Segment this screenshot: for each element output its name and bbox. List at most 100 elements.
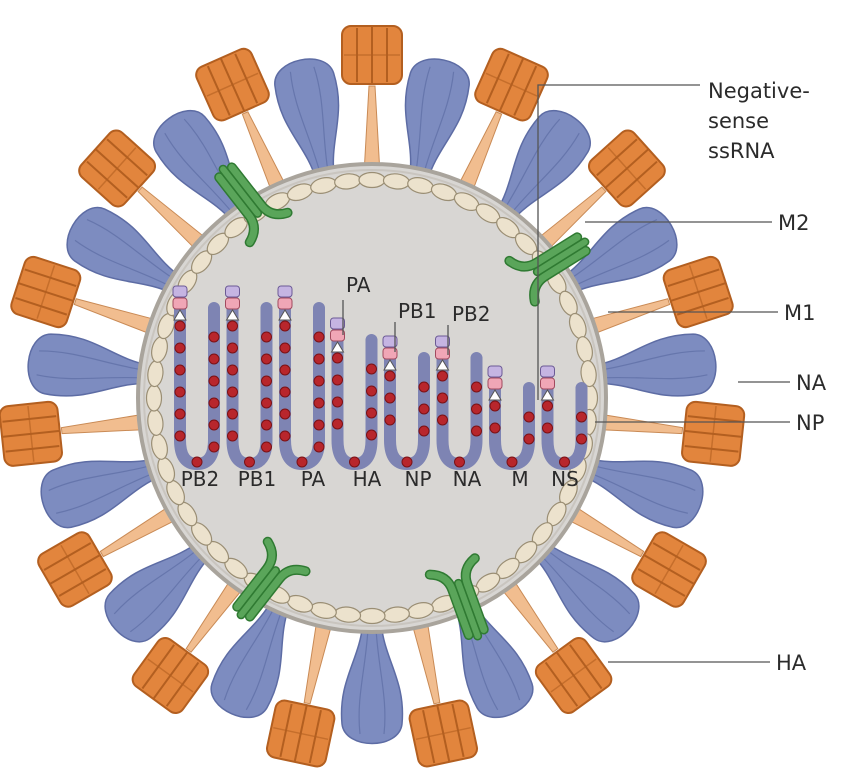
m1-protein — [359, 609, 385, 624]
np-protein — [524, 412, 534, 422]
np-protein — [314, 354, 324, 364]
np-protein — [367, 408, 377, 418]
label-m2: M2 — [778, 211, 809, 235]
np-protein — [472, 382, 482, 392]
label-na: NA — [796, 371, 827, 395]
np-protein — [262, 332, 272, 342]
np-protein — [262, 442, 272, 452]
np-protein — [490, 423, 500, 433]
np-protein — [560, 457, 570, 467]
label-pa-polymerase: PA — [346, 273, 371, 297]
np-protein — [228, 321, 238, 331]
np-protein — [543, 401, 553, 411]
label-pb2-polymerase: PB2 — [452, 302, 491, 326]
label-np: NP — [796, 411, 824, 435]
np-protein — [280, 431, 290, 441]
np-protein — [333, 419, 343, 429]
np-protein — [280, 409, 290, 419]
np-protein — [402, 457, 412, 467]
np-protein — [209, 376, 219, 386]
np-protein — [209, 442, 219, 452]
np-protein — [367, 386, 377, 396]
np-protein — [297, 457, 307, 467]
np-protein — [280, 387, 290, 397]
label-pb1-polymerase: PB1 — [398, 299, 437, 323]
np-protein — [333, 353, 343, 363]
m1-protein — [359, 173, 385, 188]
np-protein — [209, 398, 219, 408]
segment-label: PB1 — [238, 467, 277, 491]
np-protein — [367, 430, 377, 440]
ha-spike-icon — [25, 332, 152, 405]
segment-label: NA — [453, 467, 482, 491]
np-protein — [228, 409, 238, 419]
np-protein — [262, 354, 272, 364]
np-protein — [385, 415, 395, 425]
np-protein — [438, 415, 448, 425]
np-protein — [262, 376, 272, 386]
label-negative-sense-line3: ssRNA — [708, 139, 775, 163]
np-protein — [490, 401, 500, 411]
np-protein — [314, 332, 324, 342]
np-protein — [228, 431, 238, 441]
np-protein — [543, 423, 553, 433]
label-ha: HA — [776, 651, 807, 675]
np-protein — [455, 457, 465, 467]
m1-protein — [147, 385, 162, 411]
np-protein — [192, 457, 202, 467]
np-protein — [507, 457, 517, 467]
np-protein — [472, 426, 482, 436]
np-protein — [577, 412, 587, 422]
np-protein — [262, 420, 272, 430]
np-protein — [175, 321, 185, 331]
np-protein — [350, 457, 360, 467]
segment-label: NP — [404, 467, 431, 491]
np-protein — [280, 365, 290, 375]
np-protein — [245, 457, 255, 467]
np-protein — [280, 343, 290, 353]
np-protein — [175, 409, 185, 419]
np-protein — [175, 365, 185, 375]
np-protein — [385, 371, 395, 381]
segment-labels: PB2 PB1 PA HA NP NA M NS — [181, 467, 579, 491]
np-protein — [175, 343, 185, 353]
np-protein — [385, 393, 395, 403]
np-protein — [333, 375, 343, 385]
label-negative-sense-line2: sense — [708, 109, 769, 133]
np-protein — [314, 442, 324, 452]
label-m1: M1 — [784, 301, 815, 325]
np-protein — [209, 332, 219, 342]
np-protein — [438, 371, 448, 381]
np-protein — [314, 376, 324, 386]
ha-spike-icon — [592, 332, 719, 405]
np-protein — [228, 365, 238, 375]
na-spike-icon — [592, 392, 745, 467]
segment-label: M — [511, 467, 528, 491]
np-protein — [333, 397, 343, 407]
np-protein — [314, 420, 324, 430]
segment-label: NS — [551, 467, 579, 491]
ha-spike-icon — [342, 622, 403, 744]
na-spike-icon — [0, 392, 152, 467]
np-protein — [472, 404, 482, 414]
label-negative-sense-line1: Negative- — [708, 79, 810, 103]
segment-label: PA — [301, 467, 326, 491]
np-protein — [367, 364, 377, 374]
np-protein — [419, 426, 429, 436]
segment-label: HA — [353, 467, 382, 491]
np-protein — [419, 404, 429, 414]
np-protein — [228, 343, 238, 353]
np-protein — [438, 393, 448, 403]
na-spike-icon — [342, 26, 402, 174]
np-protein — [419, 382, 429, 392]
np-protein — [228, 387, 238, 397]
np-protein — [175, 431, 185, 441]
np-protein — [314, 398, 324, 408]
np-protein — [209, 420, 219, 430]
segment-label: PB2 — [181, 467, 220, 491]
np-protein — [577, 434, 587, 444]
np-protein — [209, 354, 219, 364]
np-protein — [524, 434, 534, 444]
